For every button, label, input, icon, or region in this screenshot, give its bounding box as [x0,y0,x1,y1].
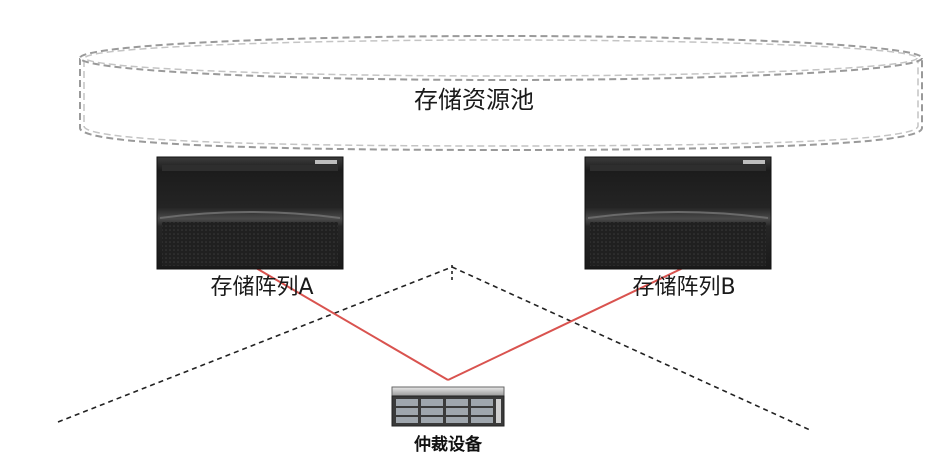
arbitration-device [391,386,505,427]
server-drive-bays [396,399,493,423]
array-a-logo-icon [315,160,337,164]
storage-array-a [156,156,344,270]
storage-array-a-label: 存储阵列A [210,275,313,300]
link-array-a-to-arbitration [255,267,449,381]
network-dashed-outline [57,265,811,431]
array-b-logo-icon [743,160,765,164]
storage-pool-top [79,35,923,81]
arbitration-device-label: 仲裁设备 [414,434,483,455]
storage-array-b [584,156,772,270]
storage-array-b-label: 存储阵列B [632,275,735,300]
arbitration-links [255,267,684,381]
storage-pool-body [79,58,923,152]
storage-pool: 存储资源池 [79,35,923,152]
storage-pool-label: 存储资源池 [414,86,534,114]
link-array-b-to-arbitration [447,267,684,381]
